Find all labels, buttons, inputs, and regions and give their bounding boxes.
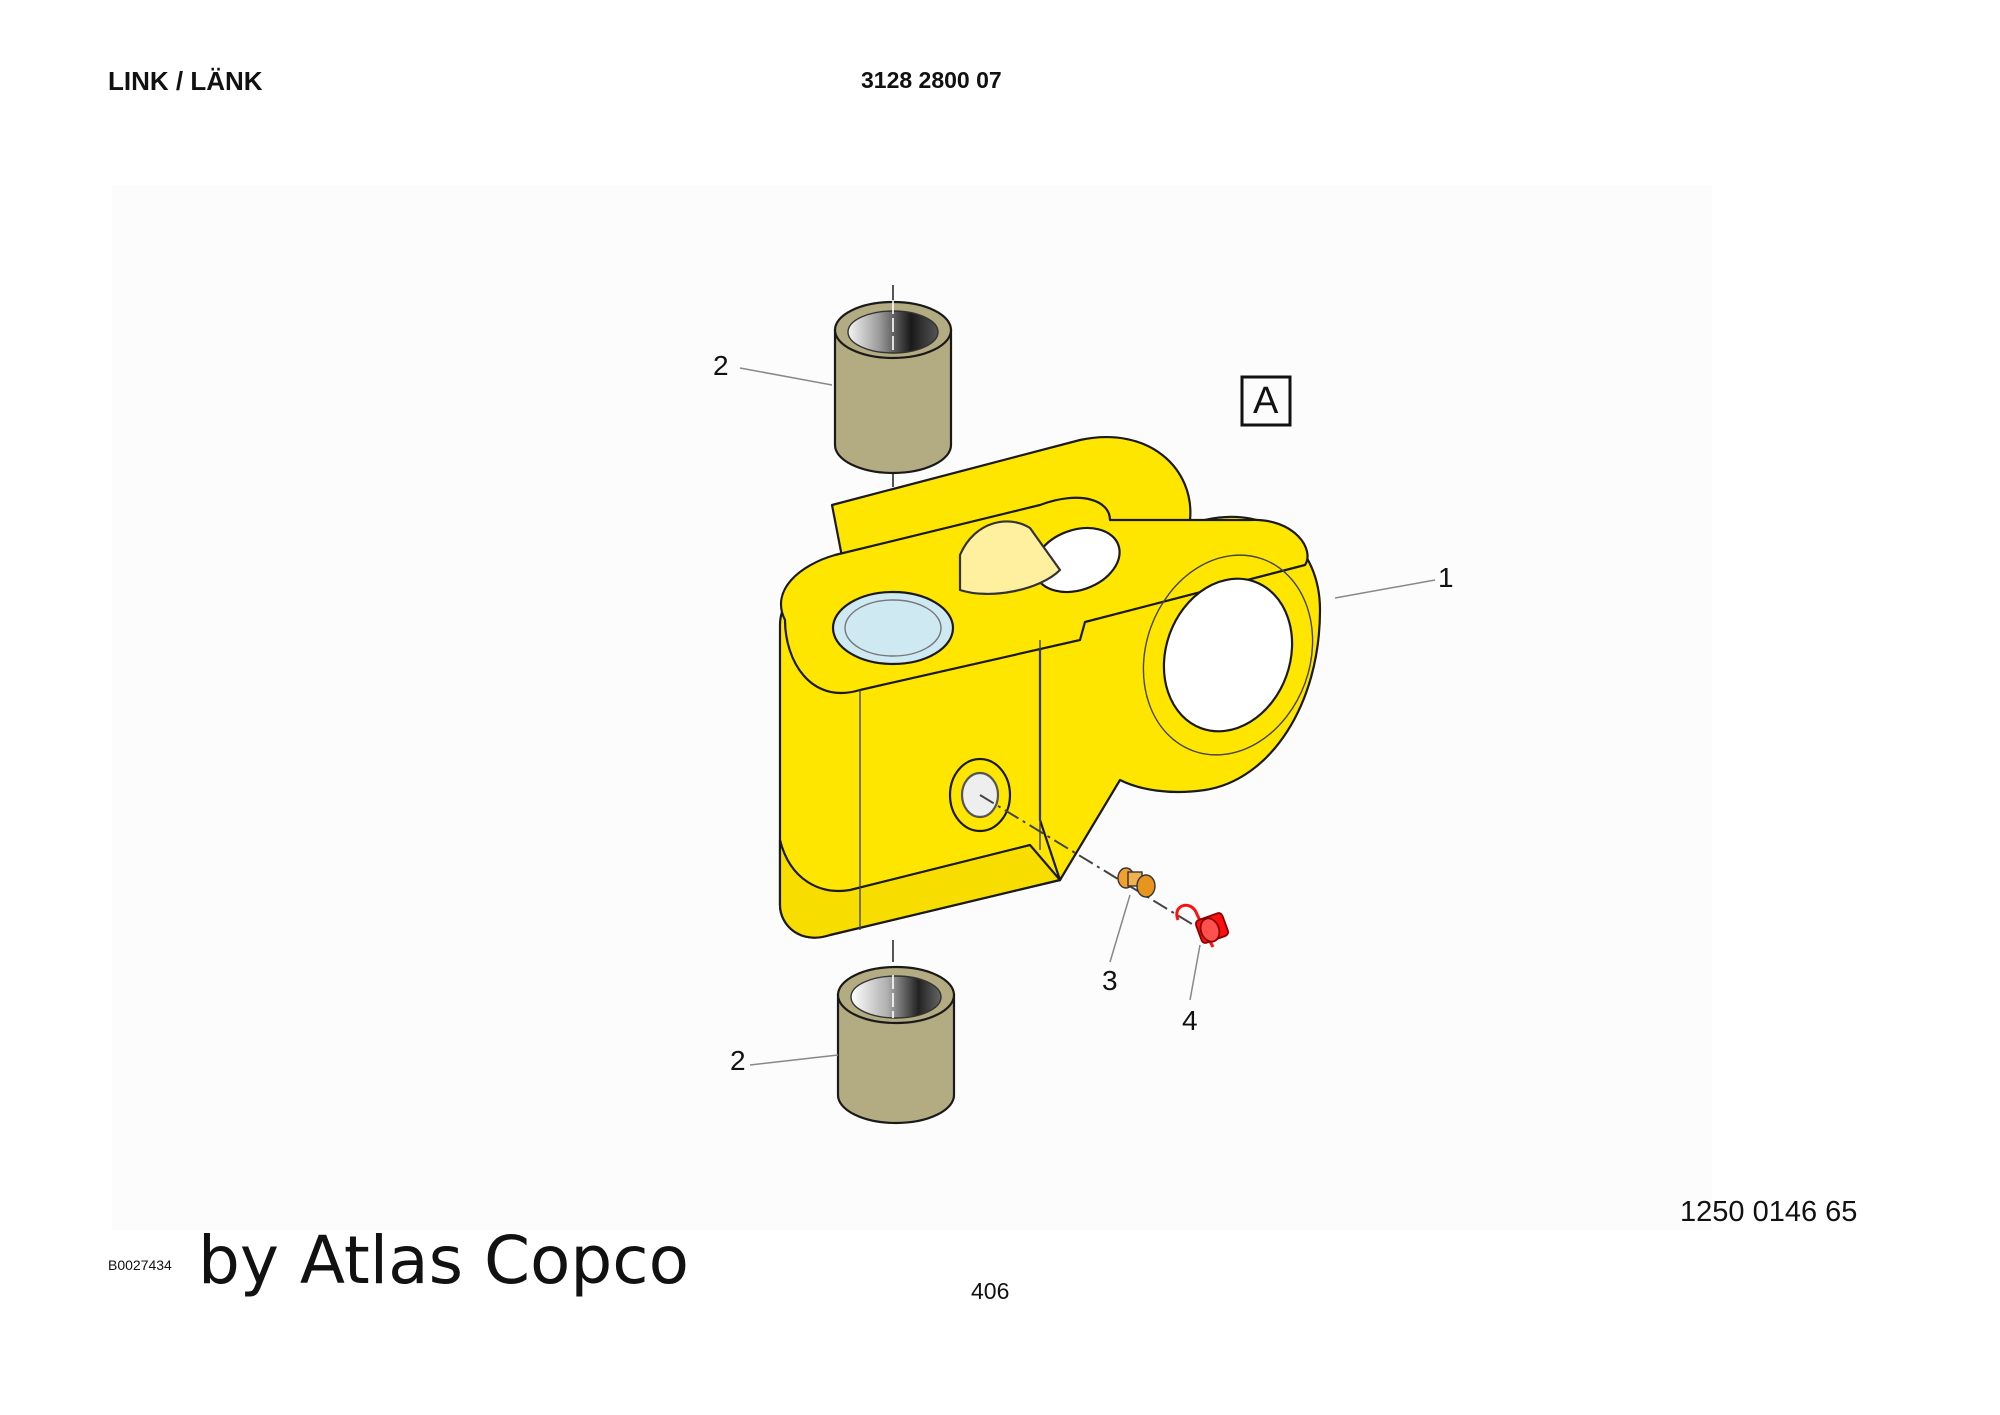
bushing-top xyxy=(833,300,953,475)
image-code: B0027434 xyxy=(108,1257,172,1273)
grease-nipple xyxy=(1117,867,1156,898)
link-part xyxy=(778,435,1322,939)
document-number: 3128 2800 07 xyxy=(861,67,1002,93)
page-number: 406 xyxy=(971,1278,1010,1304)
callout-grease-nipple: 3 xyxy=(1102,965,1118,996)
brand-text: by Atlas Copco xyxy=(198,1222,689,1299)
callout-bushing-top: 2 xyxy=(713,350,729,381)
page-title: LINK / LÄNK xyxy=(108,66,263,96)
centerline-port xyxy=(979,794,1211,936)
callout-link: 1 xyxy=(1438,562,1454,593)
view-label: A xyxy=(1253,380,1279,422)
part-number: 1250 0146 65 xyxy=(1680,1196,1858,1228)
protective-cap xyxy=(1175,903,1230,948)
leader-lines xyxy=(739,367,1436,1066)
view-label-box xyxy=(1240,375,1292,427)
bushing-bottom xyxy=(836,965,956,1125)
callout-protective-cap: 4 xyxy=(1182,1005,1198,1036)
callout-bushing-bottom: 2 xyxy=(730,1045,746,1076)
